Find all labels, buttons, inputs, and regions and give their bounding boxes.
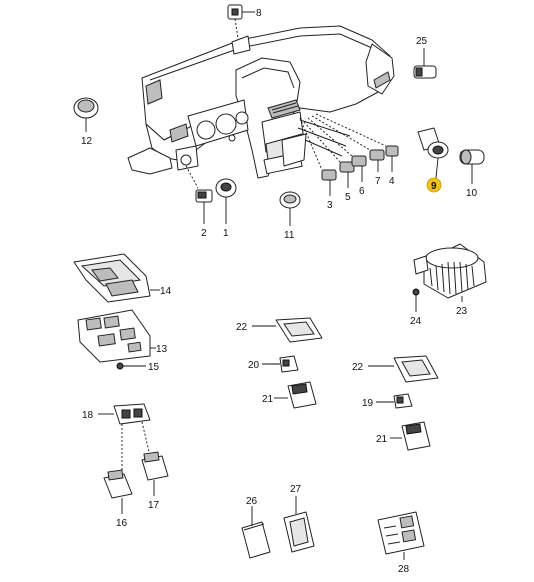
part-12-knob bbox=[73, 97, 99, 132]
callout-2: 2 bbox=[201, 228, 207, 239]
callout-11: 11 bbox=[284, 230, 295, 241]
callout-20: 20 bbox=[248, 360, 260, 371]
callout-7: 7 bbox=[375, 176, 381, 187]
callout-24: 24 bbox=[410, 316, 422, 327]
callout-14: 14 bbox=[160, 286, 172, 297]
part-11-switch bbox=[279, 191, 301, 226]
callout-28: 28 bbox=[398, 564, 410, 575]
part-23-blower-motor bbox=[413, 243, 487, 302]
callout-23: 23 bbox=[456, 306, 468, 317]
part-17-switch bbox=[141, 451, 169, 496]
callout-12: 12 bbox=[81, 136, 93, 147]
callout-19: 19 bbox=[362, 398, 374, 409]
callout-6: 6 bbox=[359, 186, 365, 197]
part-15-screw bbox=[116, 362, 146, 370]
part-19-switch-right bbox=[376, 393, 413, 409]
callout-8: 8 bbox=[256, 8, 262, 19]
part-18-bezel bbox=[98, 403, 151, 470]
part-8-sensor bbox=[227, 4, 255, 39]
callout-9-highlight bbox=[426, 177, 442, 193]
part-22-bezel-right bbox=[368, 355, 439, 383]
switch-row-3-7 bbox=[299, 113, 399, 196]
callout-16: 16 bbox=[116, 518, 128, 529]
callout-10: 10 bbox=[466, 188, 478, 199]
part-25-plug bbox=[413, 48, 437, 79]
part-27-frame bbox=[283, 496, 315, 553]
part-10-lighter bbox=[459, 149, 485, 184]
callout-1: 1 bbox=[223, 228, 229, 239]
callout-17: 17 bbox=[148, 500, 160, 511]
callout-15: 15 bbox=[148, 362, 160, 373]
part-21-switch-left bbox=[274, 381, 317, 409]
dashboard-assembly bbox=[127, 25, 395, 179]
part-13-switch-block bbox=[77, 309, 156, 363]
part-21-switch-right bbox=[390, 421, 431, 451]
callout-21-right: 21 bbox=[376, 434, 388, 445]
part-14-switch-bezel bbox=[73, 253, 160, 303]
callout-3: 3 bbox=[327, 200, 333, 211]
callout-25: 25 bbox=[416, 36, 428, 47]
part-1-switch bbox=[215, 178, 237, 224]
part-2-switch bbox=[185, 165, 213, 224]
callout-22-left: 22 bbox=[236, 322, 248, 333]
callout-21-left: 21 bbox=[262, 394, 274, 405]
part-24-screw bbox=[412, 288, 420, 312]
part-16-switch bbox=[103, 469, 133, 514]
part-26-cover bbox=[241, 506, 271, 559]
callout-5: 5 bbox=[345, 192, 351, 203]
callout-9: 9 bbox=[431, 181, 437, 192]
part-22-bezel-left bbox=[252, 317, 323, 343]
callout-22-right: 22 bbox=[352, 362, 364, 373]
callout-26: 26 bbox=[246, 496, 258, 507]
callout-18: 18 bbox=[82, 410, 94, 421]
callout-13: 13 bbox=[156, 344, 168, 355]
callout-labels: 8 25 12 1 2 11 3 5 6 7 4 9 10 14 13 15 1… bbox=[81, 8, 478, 575]
part-20-switch-left bbox=[262, 355, 299, 373]
part-9-lighter-socket bbox=[417, 127, 449, 179]
callout-27: 27 bbox=[290, 484, 302, 495]
callout-4: 4 bbox=[389, 176, 395, 187]
part-28-switch-panel bbox=[377, 511, 425, 560]
